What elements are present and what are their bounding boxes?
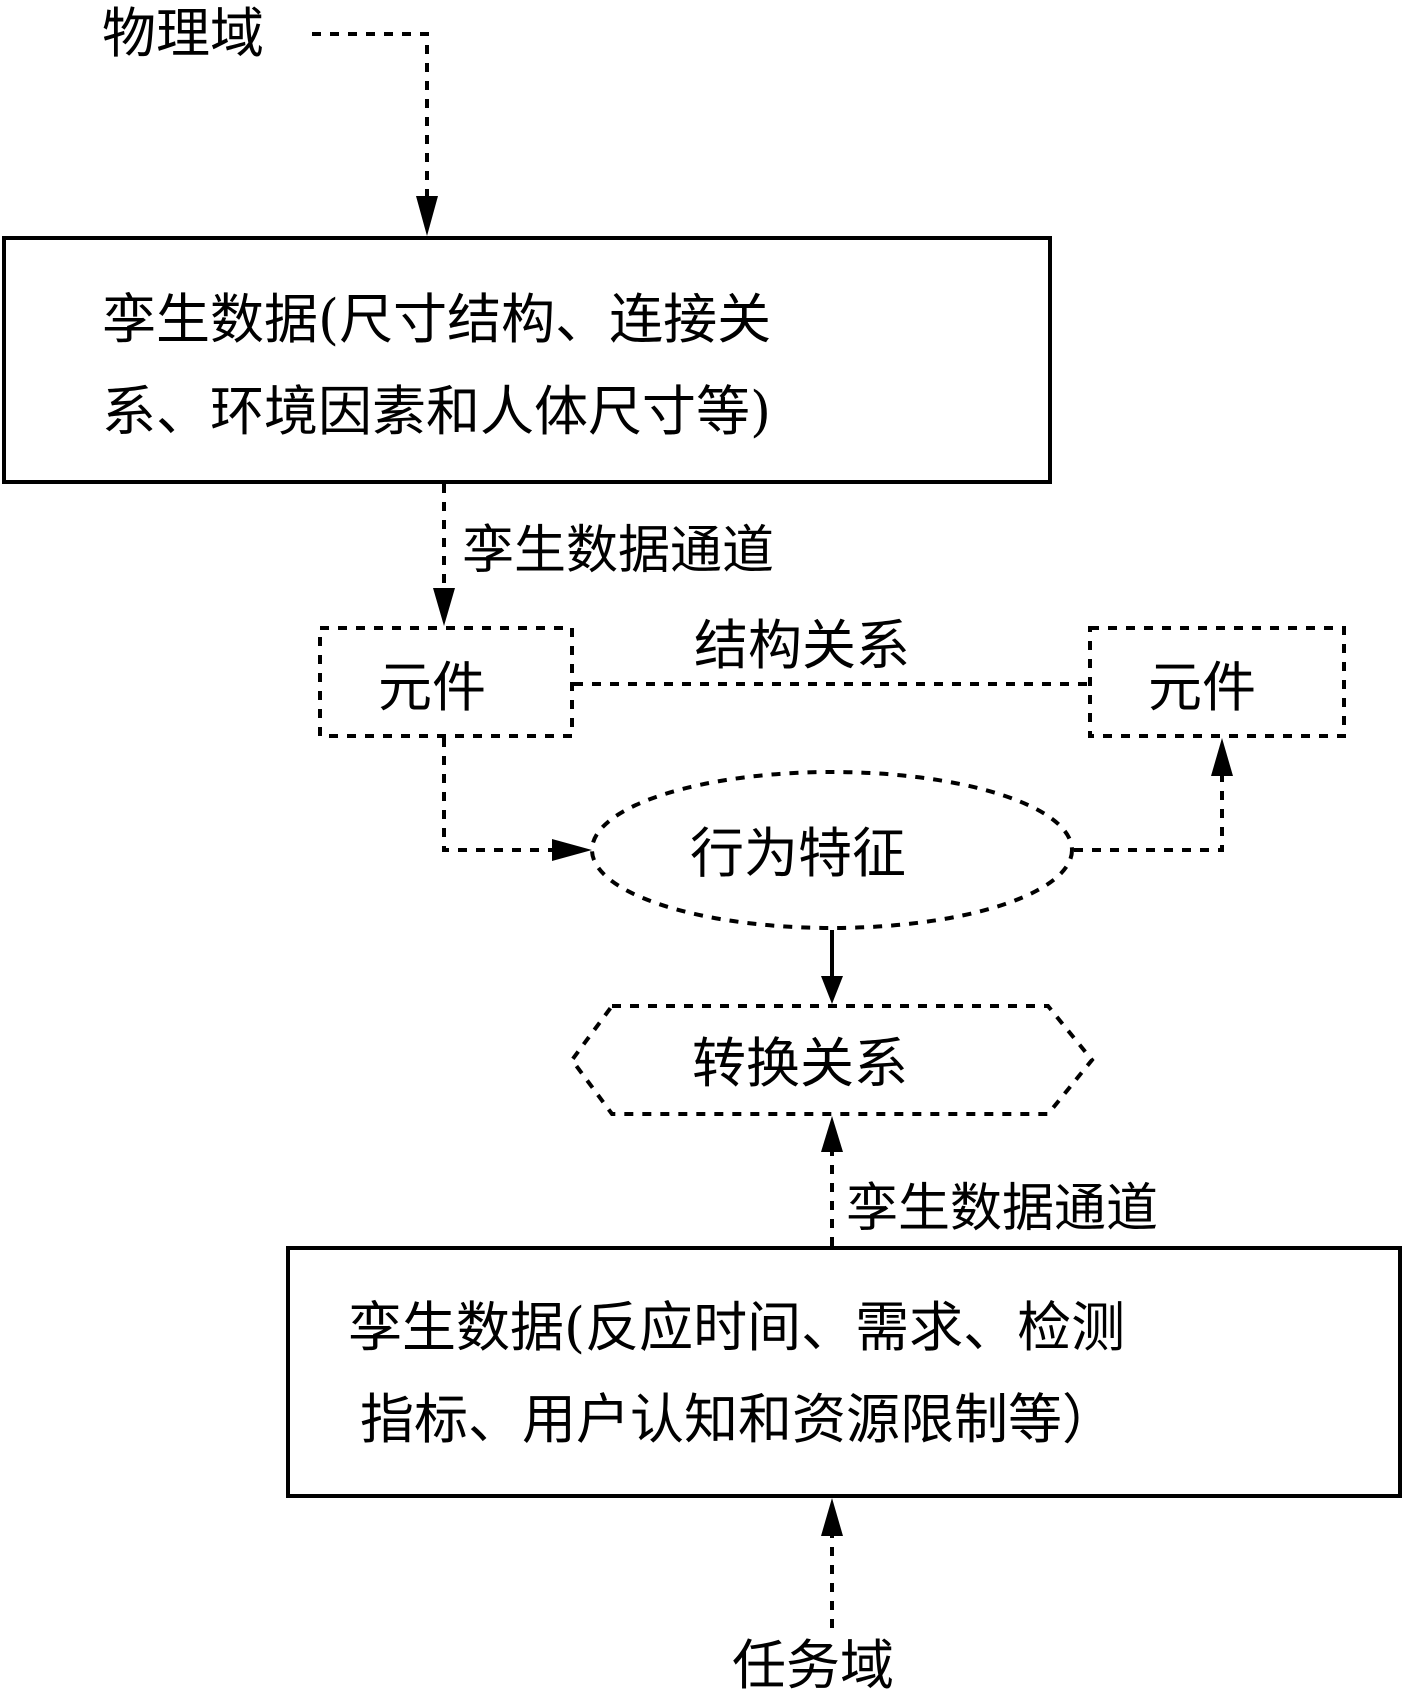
twin-data-bottom-box bbox=[286, 1246, 1402, 1498]
component-right-box bbox=[1088, 626, 1346, 738]
twin-data-channel-bottom-arrowhead bbox=[821, 1116, 843, 1152]
transformation-relation-hexagon bbox=[569, 1004, 1095, 1116]
transformation-relation-label: 转换关系 bbox=[692, 1032, 908, 1095]
structural-relation-label: 结构关系 bbox=[694, 614, 910, 677]
component-left-label: 元件 bbox=[378, 656, 486, 719]
physical-domain-connector bbox=[312, 32, 429, 212]
behavior-to-transformation-arrowhead bbox=[821, 976, 843, 1004]
physical-domain-label: 物理域 bbox=[102, 2, 264, 65]
twin-data-top-line1: 孪生数据(尺寸结构、连接关 bbox=[102, 288, 771, 351]
task-domain-label: 任务域 bbox=[732, 1634, 894, 1693]
twin-data-channel-top-label: 孪生数据通道 bbox=[462, 521, 774, 581]
physical-domain-arrowhead bbox=[416, 196, 438, 236]
twin-data-channel-bottom-label: 孪生数据通道 bbox=[846, 1179, 1158, 1239]
twin-data-top-box bbox=[2, 236, 1052, 484]
twin-data-top-line2: 系、环境因素和人体尺寸等) bbox=[102, 380, 771, 443]
component-right-label: 元件 bbox=[1148, 656, 1256, 719]
twin-data-bottom-line2: 指标、用户认知和资源限制等） bbox=[360, 1388, 1116, 1451]
behavior-to-component-right-connector bbox=[1074, 764, 1224, 852]
twin-data-bottom-line1: 孪生数据(反应时间、需求、检测 bbox=[348, 1296, 1125, 1359]
component-left-to-behavior-connector bbox=[442, 738, 566, 852]
behavior-feature-label: 行为特征 bbox=[690, 822, 906, 885]
component-left-to-behavior-arrowhead bbox=[552, 839, 592, 861]
twin-data-channel-top-arrowhead bbox=[433, 588, 455, 626]
behavior-feature-ellipse bbox=[590, 770, 1074, 930]
behavior-to-component-right-arrowhead bbox=[1211, 738, 1233, 776]
task-domain-arrowhead bbox=[821, 1498, 843, 1536]
component-left-box bbox=[318, 626, 574, 738]
